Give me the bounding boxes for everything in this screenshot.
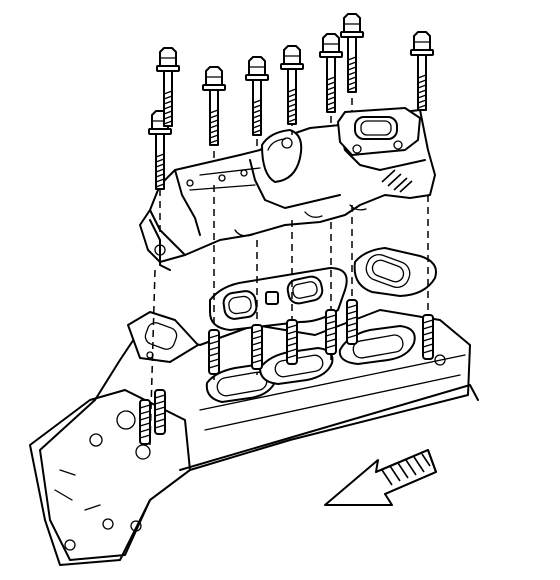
front-direction-arrow <box>324 449 437 506</box>
manifold-gasket-left <box>127 311 199 363</box>
intake-manifold <box>139 107 436 271</box>
manifold-gasket-right <box>353 247 437 297</box>
manifold-gasket-center <box>209 267 348 331</box>
bolt <box>340 13 364 93</box>
bolt <box>280 45 304 125</box>
bolt <box>245 56 269 136</box>
bolt <box>319 33 343 113</box>
cylinder-head <box>29 309 479 566</box>
bolt <box>202 66 226 146</box>
bolt <box>410 31 434 111</box>
cylinder-head-ports <box>205 325 416 403</box>
